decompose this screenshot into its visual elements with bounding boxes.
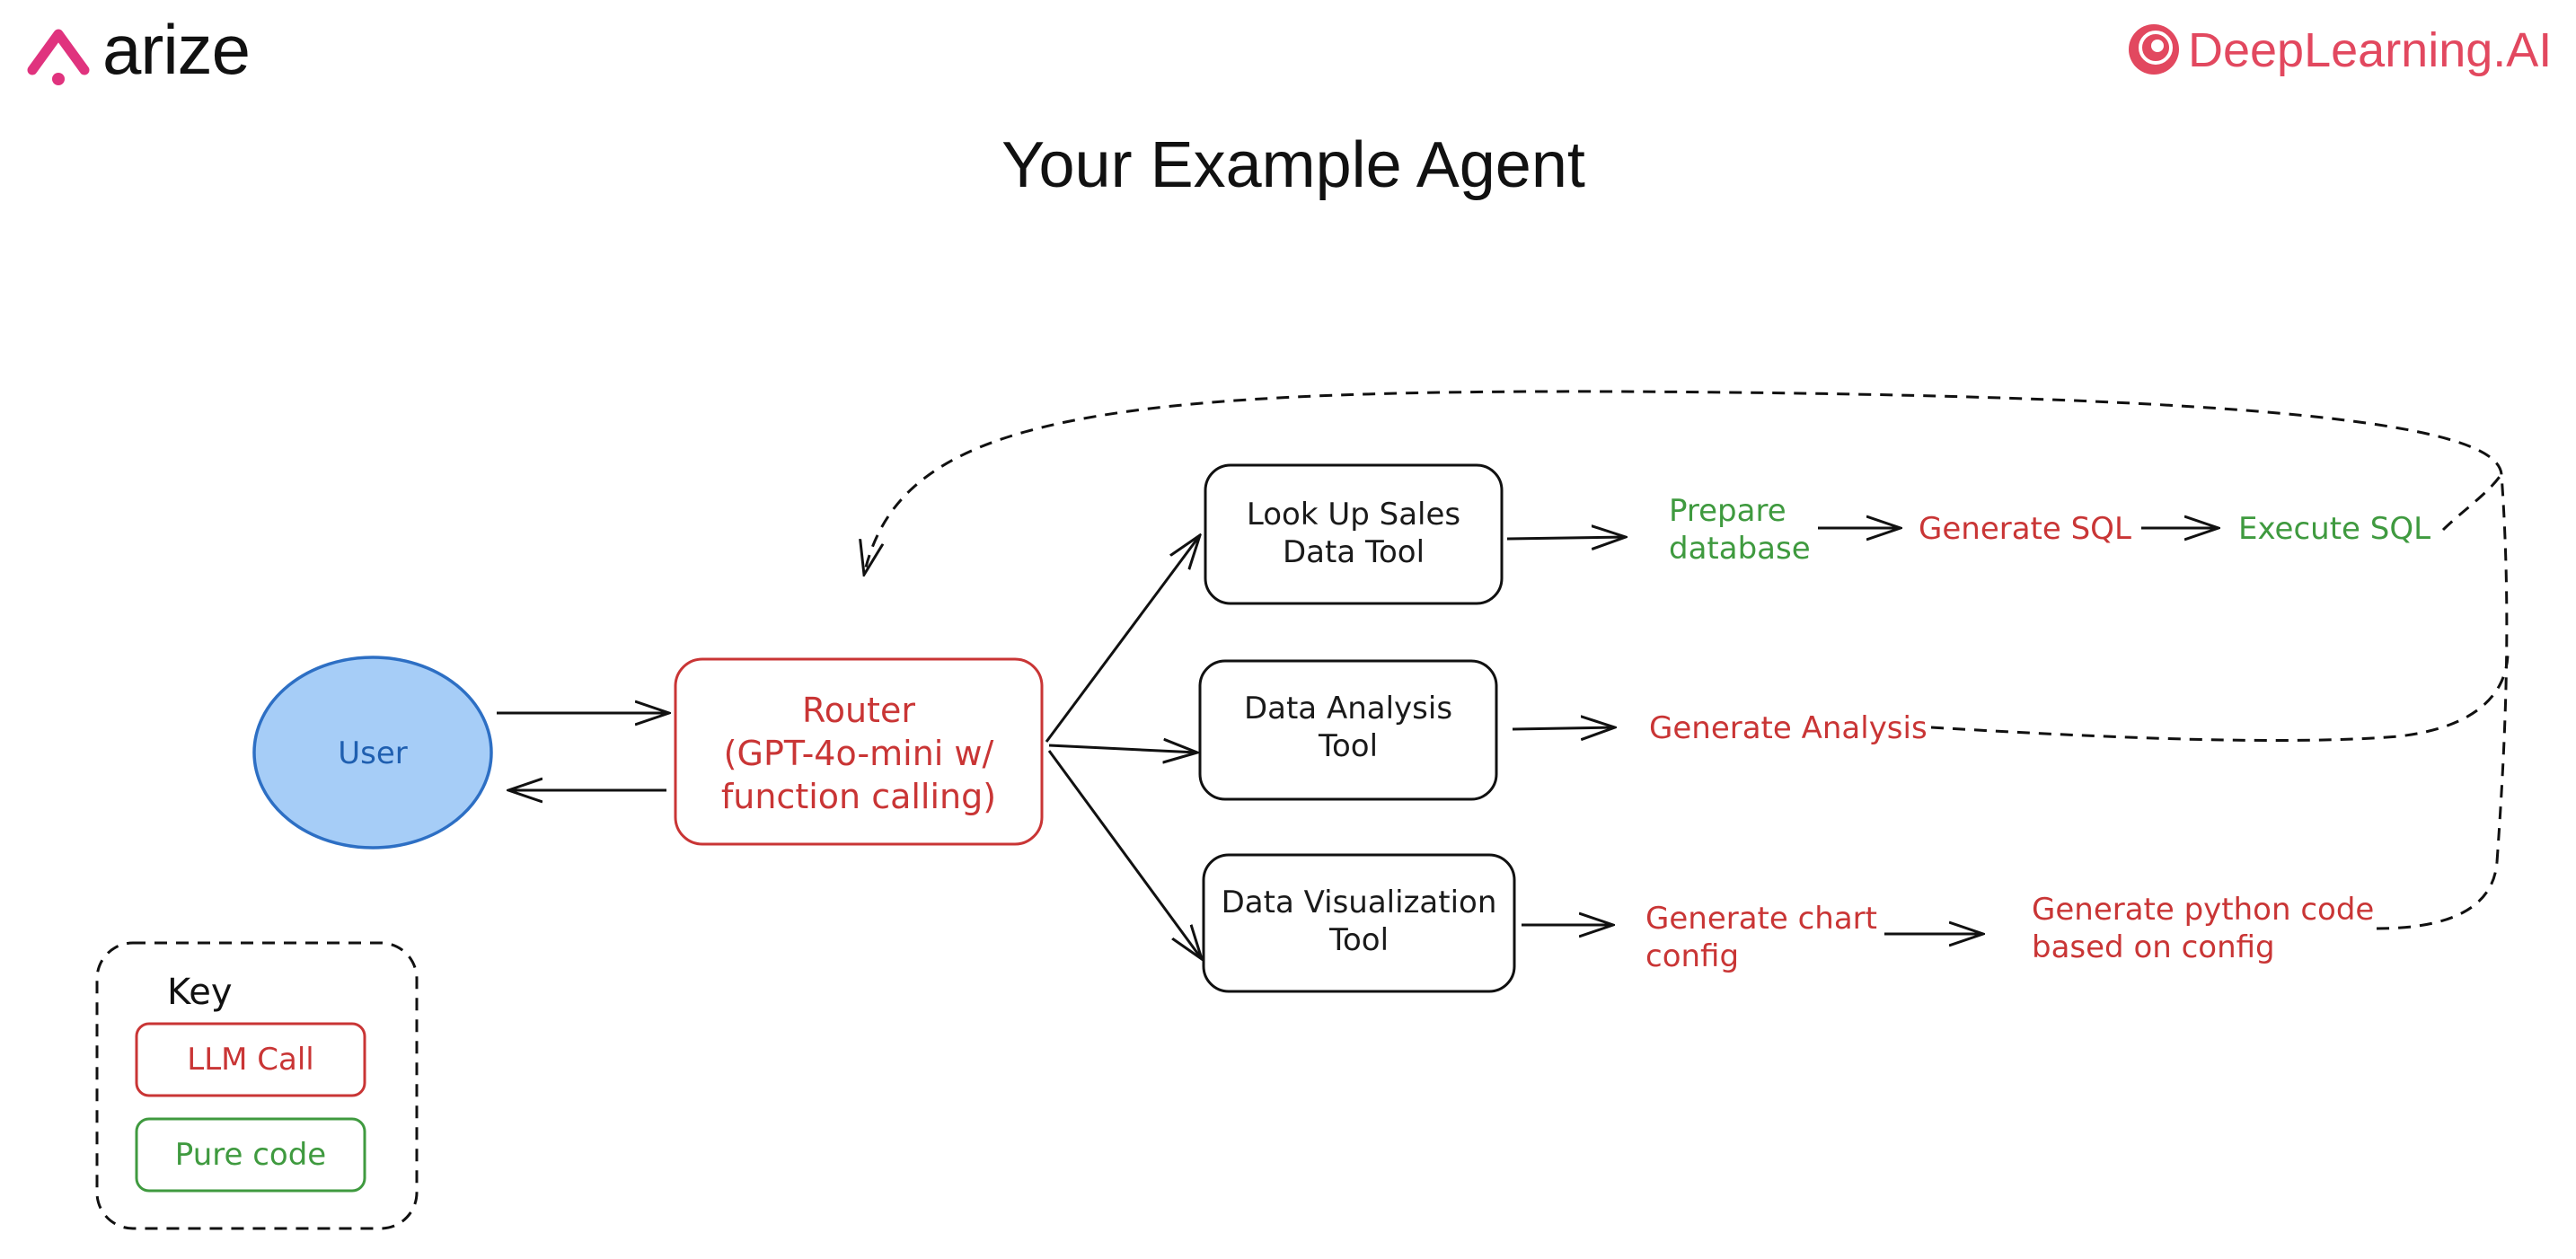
lookup-sales-tool-node: Look Up Sales Data Tool bbox=[1204, 463, 1504, 605]
router-label-line-2: (GPT-4o-mini w/ bbox=[724, 734, 994, 773]
generate-analysis-step: Generate Analysis bbox=[1649, 710, 1928, 746]
loop-vertical-trunk bbox=[2495, 473, 2509, 863]
viz-tool-label-line-1: Data Visualization bbox=[1222, 885, 1497, 920]
deeplearning-logo-text: DeepLearning.AI bbox=[2188, 23, 2552, 77]
generate-chart-config-line-1: Generate chart bbox=[1645, 901, 1877, 937]
key-pure-code-label: Pure code bbox=[175, 1137, 326, 1173]
lookup-to-prepare-arrow bbox=[1506, 537, 1626, 539]
page-title: Your Example Agent bbox=[1001, 129, 1585, 201]
loop-from-execute-sql bbox=[2441, 473, 2503, 532]
analysis-to-generate-arrow bbox=[1512, 727, 1615, 729]
return-loop bbox=[864, 390, 2510, 930]
user-node: User bbox=[252, 656, 493, 850]
key-llm-call-label: LLM Call bbox=[187, 1042, 314, 1078]
arize-logo-icon bbox=[27, 29, 90, 85]
legend-key: Key LLM Call Pure code bbox=[95, 941, 419, 1230]
router-node: Router (GPT-4o-mini w/ function calling) bbox=[674, 657, 1044, 846]
generate-chart-config-line-2: config bbox=[1645, 938, 1739, 974]
prepare-database-line-1: Prepare bbox=[1669, 493, 1786, 529]
router-to-analysis-arrow bbox=[1048, 745, 1197, 753]
arize-logo-text: arize bbox=[102, 10, 250, 89]
generate-python-code-line-2: based on config bbox=[2032, 929, 2275, 965]
lookup-tool-label-line-2: Data Tool bbox=[1283, 534, 1425, 570]
analysis-tool-label-line-1: Data Analysis bbox=[1244, 691, 1452, 726]
router-label-line-1: Router bbox=[802, 691, 915, 730]
router-to-viz-arrow bbox=[1047, 750, 1202, 959]
key-title: Key bbox=[167, 972, 233, 1013]
loop-from-analysis bbox=[1930, 655, 2510, 743]
viz-tool-label-line-2: Tool bbox=[1328, 922, 1389, 958]
execute-sql-step: Execute SQL bbox=[2238, 511, 2430, 547]
prepare-database-line-2: database bbox=[1669, 531, 1811, 567]
key-llm-call-swatch bbox=[135, 1022, 366, 1097]
loop-top-return bbox=[864, 390, 2503, 575]
router-label-line-3: function calling) bbox=[721, 777, 996, 816]
deeplearning-logo-icon bbox=[2129, 24, 2179, 75]
key-pure-code-swatch bbox=[135, 1117, 366, 1193]
loop-from-python-code bbox=[2376, 861, 2499, 930]
router-to-lookup-arrow bbox=[1045, 535, 1200, 743]
generate-sql-step: Generate SQL bbox=[1919, 511, 2131, 547]
data-visualization-tool-node: Data Visualization Tool bbox=[1202, 853, 1516, 993]
deeplearning-logo: DeepLearning.AI bbox=[2129, 23, 2552, 77]
data-analysis-tool-node: Data Analysis Tool bbox=[1198, 659, 1498, 801]
analysis-tool-label-line-2: Tool bbox=[1318, 728, 1378, 764]
arize-logo: arize bbox=[27, 10, 251, 89]
user-label: User bbox=[338, 735, 408, 771]
generate-python-code-line-1: Generate python code bbox=[2032, 892, 2374, 928]
lookup-tool-label-line-1: Look Up Sales bbox=[1247, 497, 1460, 533]
